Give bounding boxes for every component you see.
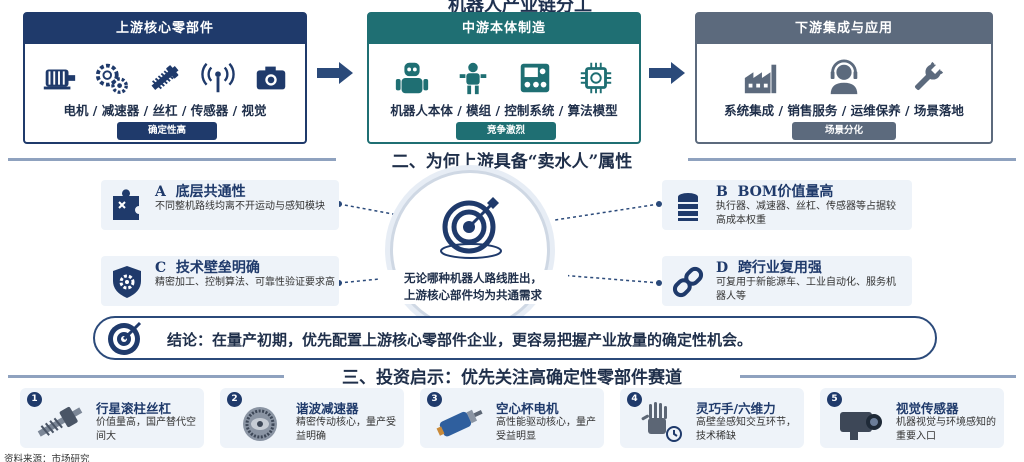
upstream-stage-items: 电机 / 减速器 / 丝杠 / 传感器 / 视觉 [63, 103, 267, 118]
downstream-stage-header: 下游集成与应用 [697, 14, 991, 44]
dexterous-hand-icon [641, 402, 682, 442]
feature-card-b: B BOM价值量高 执行器、减速器、丝杠、传感器等占据较高成本权重 [662, 180, 912, 230]
puzzle-icon [113, 189, 139, 220]
midstream-stage-box: 中游本体制造 机器人本体 / 模组 / 控制系统 / 算法模型 竞争激烈 [367, 12, 641, 144]
feature-card-a: A 底层共通性 不同整机路线均离不开运动与感知模块 [101, 180, 339, 230]
part-card-5: 5 视觉传感器 机器视觉与环境感知的重要入口 [820, 388, 1004, 448]
part-number-5: 5 [827, 392, 842, 407]
upstream-stage-box: 上游核心零部件 [23, 12, 307, 144]
motor-icon [43, 69, 76, 90]
section2-divider-left [8, 158, 336, 161]
center-statement-line2: 上游核心部件均为共通需求 [404, 288, 542, 302]
section2-divider-right [688, 158, 1016, 161]
midstream-stage-tag: 竞争激烈 [456, 122, 556, 140]
wrench-icon [915, 61, 944, 90]
humanoid-robot-icon [395, 62, 428, 94]
part-number-2: 2 [227, 392, 242, 407]
source-note: 资料来源：市场研究 [4, 454, 90, 462]
feature-desc-c: 精密加工、控制算法、可靠性验证要求高 [155, 277, 335, 288]
part-desc-2: 精密传动核心，量产受益明确 [296, 417, 396, 442]
camera-icon [256, 66, 286, 90]
center-statement: 无论哪种机器人路线胜出， 上游核心部件均为共通需求 [378, 270, 568, 304]
customer-service-icon [830, 59, 858, 95]
downstream-icon-row [697, 58, 991, 98]
coin-stack-icon [678, 193, 698, 221]
upstream-stage-header: 上游核心零部件 [25, 14, 305, 44]
part-number-1: 1 [27, 392, 42, 407]
flow-arrow-icon [649, 62, 685, 84]
downstream-stage-box: 下游集成与应用 系统集成 / 销售服务 / 运维保养 / 场景落地 场景分化 [695, 12, 993, 144]
target-arrow-icon [108, 321, 142, 355]
part-title-1: 行星滚柱丝杠 [96, 401, 172, 416]
part-number-3: 3 [427, 392, 442, 407]
part-desc-5: 机器视觉与环境感知的重要入口 [896, 417, 996, 442]
coreless-motor-icon [436, 409, 483, 437]
part-desc-4: 高壁垒感知交互环节，技术稀缺 [696, 417, 796, 442]
control-panel-icon [520, 63, 550, 93]
harmonic-reducer-icon [243, 407, 277, 441]
downstream-stage-tag: 场景分化 [792, 122, 896, 140]
gear-reducer-icon [95, 63, 128, 94]
roller-screw-icon [37, 406, 83, 437]
shield-gear-icon [113, 266, 141, 298]
screw-shaft-icon [151, 65, 179, 90]
part-card-1: 1 行星滚柱丝杠 价值量高，国产替代空间大 [20, 388, 204, 448]
part-title-5: 视觉传感器 [896, 401, 959, 416]
feature-card-c: C 技术壁垒明确 精密加工、控制算法、可靠性验证要求高 [101, 256, 339, 306]
feature-title-b: B BOM价值量高 [716, 184, 834, 200]
flow-arrow-icon [317, 62, 353, 84]
part-card-3: 3 空心杯电机 高性能驱动核心，量产受益明显 [420, 388, 604, 448]
upstream-stage-tag: 确定性高 [117, 122, 217, 140]
conclusion-text: 结论：在量产初期，优先配置上游核心零部件企业，更容易把握产业放量的确定性机会。 [167, 331, 753, 349]
feature-title-a: A 底层共通性 [155, 184, 246, 200]
part-title-2: 谐波减速器 [296, 401, 359, 416]
chain-link-icon [672, 266, 704, 298]
part-card-4: 4 灵巧手/六维力 高壁垒感知交互环节，技术稀缺 [620, 388, 804, 448]
part-card-2: 2 谐波减速器 精密传动核心，量产受益明确 [220, 388, 404, 448]
factory-icon [744, 64, 777, 94]
sensor-signal-icon [201, 62, 235, 93]
part-number-4: 4 [627, 392, 642, 407]
feature-card-d: D 跨行业复用强 可复用于新能源车、工业自动化、服务机器人等 [662, 256, 912, 306]
section3-divider-right [740, 375, 1016, 378]
part-desc-3: 高性能驱动核心，量产受益明显 [496, 417, 596, 442]
part-title-4: 灵巧手/六维力 [696, 401, 776, 416]
part-desc-1: 价值量高，国产替代空间大 [96, 417, 196, 442]
feature-desc-b: 执行器、减速器、丝杠、传感器等占据较高成本权重 [716, 201, 896, 226]
section2-title: 二、为何上游具备“卖水人”属性 [391, 152, 633, 172]
upstream-icon-row [25, 58, 305, 98]
conclusion-banner: 结论：在量产初期，优先配置上游核心零部件企业，更容易把握产业放量的确定性机会。 [93, 316, 937, 360]
downstream-stage-items: 系统集成 / 销售服务 / 运维保养 / 场景落地 [724, 103, 964, 118]
feature-desc-a: 不同整机路线均离不开运动与感知模块 [155, 201, 325, 212]
midstream-stage-header: 中游本体制造 [369, 14, 639, 44]
target-icon [440, 197, 502, 259]
robot-module-icon [459, 62, 487, 95]
section3-title: 三、投资启示：优先关注高确定性零部件赛道 [342, 368, 682, 388]
feature-title-c: C 技术壁垒明确 [155, 260, 260, 276]
center-circle [390, 170, 550, 330]
feature-title-d: D 跨行业复用强 [716, 260, 822, 276]
chip-algorithm-icon [581, 62, 612, 94]
vision-sensor-icon [840, 412, 882, 440]
section3-divider-left [8, 375, 284, 378]
part-title-3: 空心杯电机 [496, 401, 559, 416]
midstream-icon-row [369, 58, 639, 98]
feature-desc-d: 可复用于新能源车、工业自动化、服务机器人等 [716, 277, 896, 302]
midstream-stage-items: 机器人本体 / 模组 / 控制系统 / 算法模型 [390, 103, 618, 118]
center-statement-line1: 无论哪种机器人路线胜出， [404, 271, 542, 285]
